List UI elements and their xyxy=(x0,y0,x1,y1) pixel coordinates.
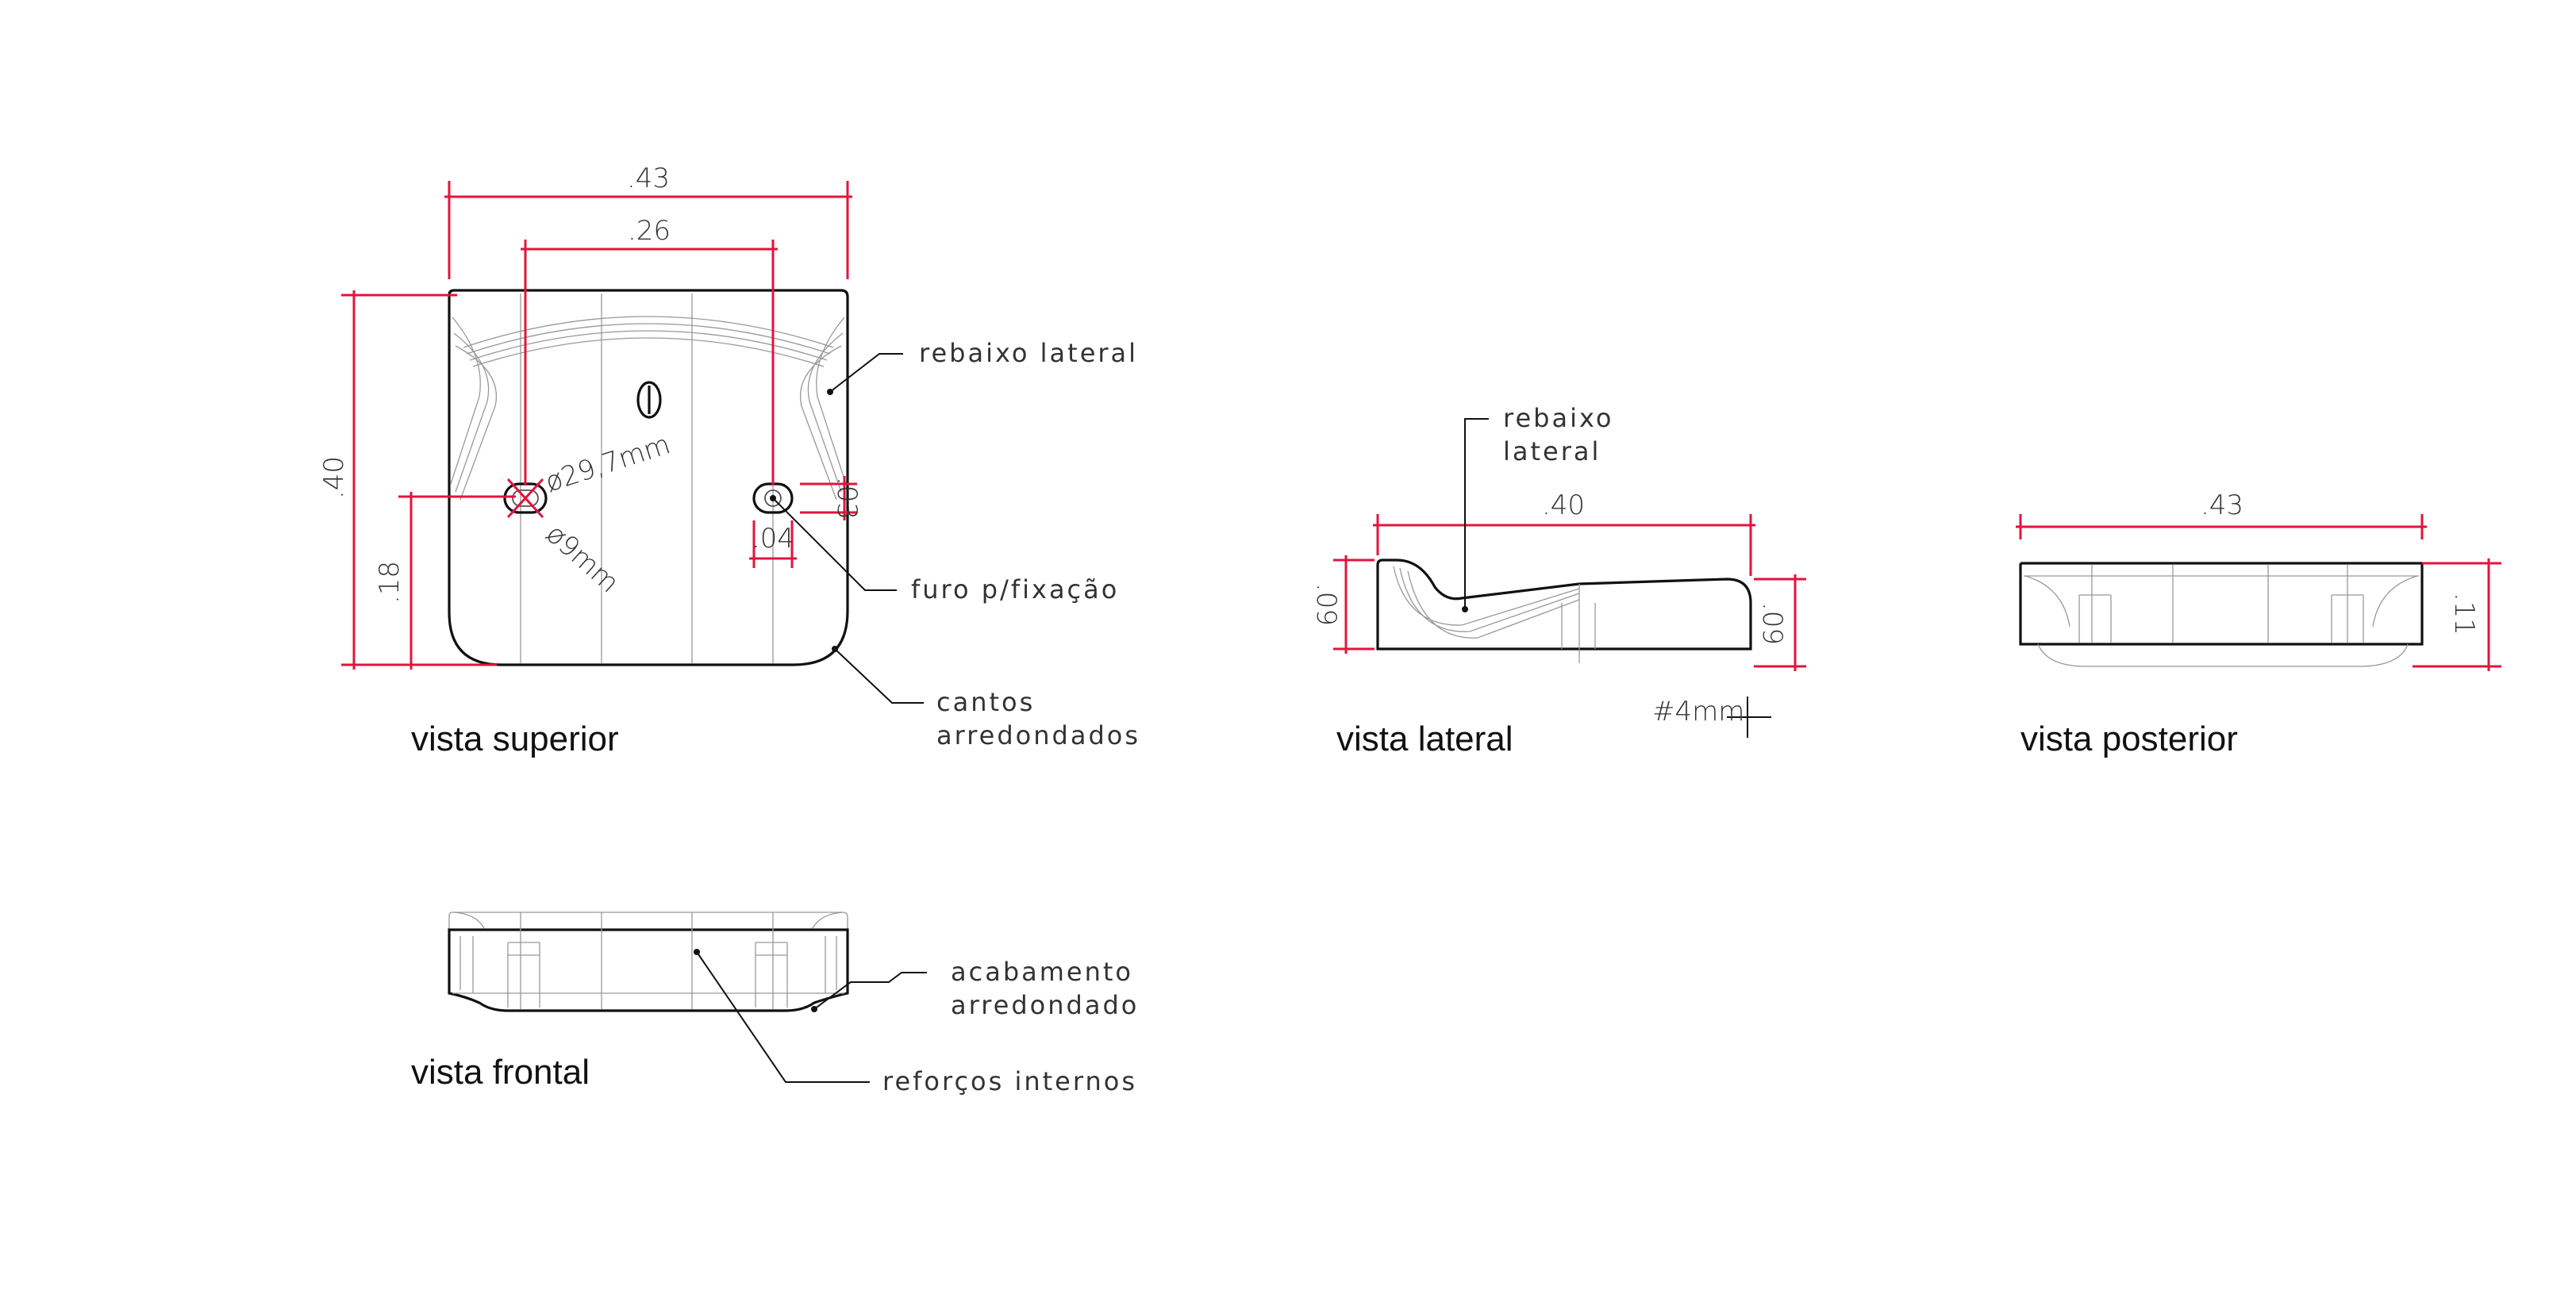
rear-view-bottom-curve xyxy=(2037,643,2409,667)
dim-top-slot-width-label: .04 xyxy=(752,523,794,555)
leader-internal-ribs xyxy=(696,951,870,1083)
top-view-left-recess xyxy=(450,317,497,501)
dim-side-height-right xyxy=(1754,574,1806,671)
note-rounded-finish-2: arredondado xyxy=(951,990,1139,1020)
dim-top-overall-depth-label: .40 xyxy=(318,456,350,499)
dim-side-height-left xyxy=(1333,555,1375,654)
top-view-recess-arc xyxy=(463,316,834,367)
dim-side-thickness-label: #4mm xyxy=(1652,696,1744,727)
dim-side-height-right-label: .09 xyxy=(1756,602,1788,645)
note-rounded-finish-1: acabamento xyxy=(951,957,1133,987)
top-view-right-recess xyxy=(800,317,847,501)
side-view: .40 .09 .09 #4mm rebaixo lateral vista l… xyxy=(1310,403,1806,758)
dim-side-length xyxy=(1373,514,1755,576)
front-view-top-curve-right xyxy=(812,912,844,929)
rear-view-ribs xyxy=(2024,565,2419,643)
dim-top-slot-height xyxy=(800,476,857,520)
side-view-outline xyxy=(1376,558,1752,651)
dim-top-hole-spacing-label: .26 xyxy=(628,215,671,247)
dim-hole-outer-diameter-label: ø29,7mm xyxy=(541,428,674,498)
dim-top-overall-width-label: .43 xyxy=(627,163,670,194)
front-view: acabamento arredondado reforços internos… xyxy=(411,912,1139,1096)
dim-rear-height-label: .11 xyxy=(2448,593,2480,635)
dim-rear-width xyxy=(2016,514,2427,539)
dim-top-hole-height xyxy=(398,492,516,670)
dim-side-height-left-label: .09 xyxy=(1310,583,1342,626)
dim-rear-height xyxy=(2413,558,2501,671)
rear-view-outline xyxy=(2019,563,2424,646)
leader-fixing-hole xyxy=(772,497,897,591)
rear-view: .43 .11 vista posterior xyxy=(2016,489,2501,758)
note-side-recess-lateral-1: rebaixo xyxy=(1503,403,1613,433)
dim-top-slot-width xyxy=(749,520,797,568)
side-view-recess-lines xyxy=(1393,566,1596,663)
front-view-outline xyxy=(448,928,849,1012)
view-title-top: vista superior xyxy=(411,720,619,758)
note-fixing-hole: furo p/fixação xyxy=(911,574,1119,605)
dim-side-length-label: .40 xyxy=(1542,489,1585,521)
leader-rounded-corners xyxy=(834,648,924,704)
leader-side-recess-lateral xyxy=(1464,418,1489,609)
note-rounded-corners-1: cantos xyxy=(936,687,1035,717)
note-internal-ribs: reforços internos xyxy=(882,1066,1137,1096)
view-title-front: vista frontal xyxy=(411,1053,590,1092)
leader-side-recess xyxy=(829,353,903,393)
front-view-top-curve-left xyxy=(453,912,485,929)
front-view-top-band xyxy=(448,912,848,931)
dim-top-slot-height-label: .03 xyxy=(831,477,863,520)
top-view-outline xyxy=(448,289,849,666)
dim-side-thickness-mark xyxy=(1727,697,1771,738)
dim-hole-diameter-cross xyxy=(506,478,544,519)
dim-top-overall-width xyxy=(444,181,852,279)
top-view: .43 .26 .40 .18 ø29,7mm ø9mm . xyxy=(318,163,1140,758)
leader-rounded-finish xyxy=(813,972,927,1010)
view-title-side: vista lateral xyxy=(1336,720,1513,758)
note-side-recess: rebaixo lateral xyxy=(919,338,1138,368)
top-view-center-slot xyxy=(636,381,662,419)
dim-top-hole-height-label: .18 xyxy=(374,561,406,604)
front-view-ribs xyxy=(452,912,844,1009)
dim-hole-inner-diameter-label: ø9mm xyxy=(540,518,625,599)
note-rounded-corners-2: arredondados xyxy=(936,720,1140,750)
dim-top-hole-spacing xyxy=(521,240,778,486)
dim-rear-width-label: .43 xyxy=(2201,489,2243,521)
dim-top-overall-depth xyxy=(341,290,497,670)
view-title-rear: vista posterior xyxy=(2020,720,2238,758)
note-side-recess-lateral-2: lateral xyxy=(1503,436,1601,466)
